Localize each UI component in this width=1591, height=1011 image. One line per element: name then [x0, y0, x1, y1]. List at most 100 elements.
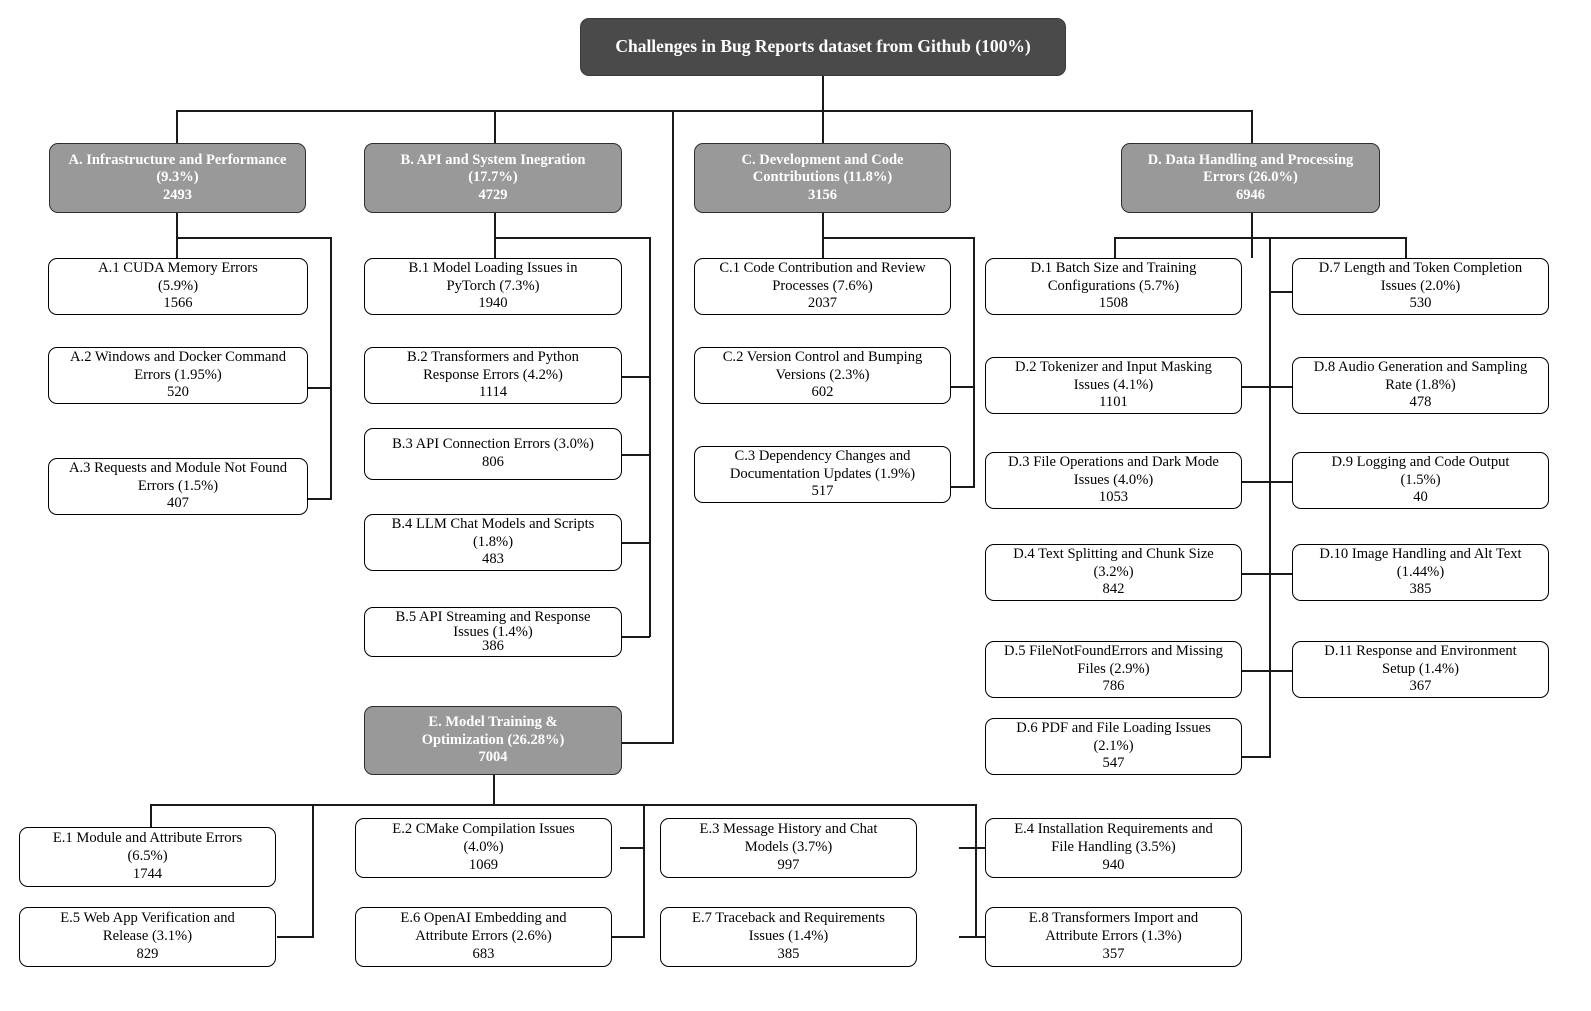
leaf-node-a3[interactable]: A.3 Requests and Module Not Found Errors… [48, 458, 308, 515]
leaf-d7-line1: D.7 Length and Token Completion [1318, 259, 1523, 276]
leaf-d7-line2: Issues (2.0%) [1380, 277, 1461, 294]
leaf-d9-line3: 40 [1413, 489, 1428, 506]
leaf-node-b1[interactable]: B.1 Model Loading Issues in PyTorch (7.3… [364, 258, 622, 315]
leaf-node-a2[interactable]: A.2 Windows and Docker Command Errors (1… [48, 347, 308, 404]
category-e-line3: 7004 [478, 749, 508, 766]
category-a-line2: (9.3%) [156, 169, 199, 186]
leaf-d5-line1: D.5 FileNotFoundErrors and Missing [1004, 642, 1223, 659]
edge-b3 [621, 454, 650, 456]
leaf-c1-line1: C.1 Code Contribution and Review [719, 259, 926, 276]
category-node-d[interactable]: D. Data Handling and Processing Errors (… [1121, 143, 1380, 213]
leaf-node-d7[interactable]: D.7 Length and Token Completion Issues (… [1292, 258, 1549, 315]
edge-drop-c [822, 110, 824, 144]
leaf-e2-line1: E.2 CMake Compilation Issues [392, 821, 575, 838]
leaf-e5-line2: Release (3.1%) [102, 928, 193, 945]
leaf-e1-line3: 1744 [132, 865, 163, 882]
root-node[interactable]: Challenges in Bug Reports dataset from G… [580, 18, 1066, 76]
leaf-b5-line2: Issues (1.4%) [453, 623, 533, 640]
leaf-d4-line3: 842 [1102, 581, 1125, 598]
leaf-node-d5[interactable]: D.5 FileNotFoundErrors and Missing Files… [985, 641, 1242, 698]
leaf-node-e2[interactable]: E.2 CMake Compilation Issues (4.0%) 1069 [355, 818, 612, 878]
edge-c-spine [973, 237, 975, 487]
leaf-a2-line2: Errors (1.95%) [134, 366, 222, 383]
leaf-b3-line1: B.3 API Connection Errors (3.0%) [392, 436, 594, 453]
leaf-node-b3[interactable]: B.3 API Connection Errors (3.0%) 806 [364, 428, 622, 480]
edge-d-left-drop [1114, 237, 1116, 259]
leaf-d5-line2: Files (2.9%) [1077, 660, 1150, 677]
leaf-c1-line2: Processes (7.6%) [772, 277, 873, 294]
leaf-node-d3[interactable]: D.3 File Operations and Dark Mode Issues… [985, 452, 1242, 509]
leaf-b4-line1: B.4 LLM Chat Models and Scripts [391, 515, 595, 532]
leaf-node-d4[interactable]: D.4 Text Splitting and Chunk Size (3.2%)… [985, 544, 1242, 601]
leaf-b4-line3: 483 [482, 551, 504, 568]
leaf-node-b2[interactable]: B.2 Transformers and Python Response Err… [364, 347, 622, 404]
leaf-node-d9[interactable]: D.9 Logging and Code Output (1.5%) 40 [1292, 452, 1549, 509]
leaf-e7-line1: E.7 Traceback and Requirements [692, 910, 885, 927]
leaf-e6-line2: Attribute Errors (2.6%) [415, 928, 552, 945]
leaf-e1-line1: E.1 Module and Attribute Errors [52, 830, 243, 847]
edge-b-bus-top [494, 237, 650, 239]
edge-e4 [959, 847, 985, 849]
leaf-node-b5[interactable]: B.5 API Streaming and Response Issues (1… [364, 607, 622, 657]
category-a-line3: 2493 [163, 186, 192, 203]
leaf-e5-line1: E.5 Web App Verification and [60, 910, 235, 927]
edge-d6 [1242, 756, 1271, 758]
leaf-d5-line3: 786 [1102, 678, 1125, 695]
leaf-d9-line1: D.9 Logging and Code Output [1331, 453, 1510, 470]
leaf-node-d11[interactable]: D.11 Response and Environment Setup (1.4… [1292, 641, 1549, 698]
leaf-a3-line2: Errors (1.5%) [137, 477, 219, 494]
leaf-d6-line2: (2.1%) [1093, 737, 1134, 754]
leaf-node-c3[interactable]: C.3 Dependency Changes and Documentation… [694, 446, 951, 503]
edge-drop-b [494, 110, 496, 144]
leaf-node-e7[interactable]: E.7 Traceback and Requirements Issues (1… [660, 907, 917, 967]
leaf-e3-line3: 997 [777, 856, 800, 873]
leaf-node-d6[interactable]: D.6 PDF and File Loading Issues (2.1%) 5… [985, 718, 1242, 775]
edge-e2-into [312, 804, 313, 806]
leaf-d1-line3: 1508 [1098, 295, 1129, 312]
leaf-e5-line3: 829 [136, 945, 159, 962]
leaf-node-c2[interactable]: C.2 Version Control and Bumping Versions… [694, 347, 951, 404]
leaf-d6-line3: 547 [1102, 755, 1125, 772]
leaf-node-e6[interactable]: E.6 OpenAI Embedding and Attribute Error… [355, 907, 612, 967]
leaf-node-e5[interactable]: E.5 Web App Verification and Release (3.… [19, 907, 276, 967]
category-node-a[interactable]: A. Infrastructure and Performance (9.3%)… [49, 143, 306, 213]
category-d-line2: Errors (26.0%) [1203, 169, 1298, 186]
category-b-line3: 4729 [478, 186, 508, 203]
leaf-d11-line1: D.11 Response and Environment [1324, 642, 1517, 659]
leaf-b4-line2: (1.8%) [472, 533, 514, 550]
leaf-node-b4[interactable]: B.4 LLM Chat Models and Scripts (1.8%) 4… [364, 514, 622, 571]
leaf-d1-line2: Configurations (5.7%) [1047, 277, 1180, 294]
edge-e1-drop [150, 804, 152, 828]
edge-c3 [949, 486, 975, 488]
category-d-line1: D. Data Handling and Processing [1147, 151, 1354, 168]
edge-b5 [621, 636, 650, 638]
edge-e8 [959, 936, 985, 938]
leaf-node-e4[interactable]: E.4 Installation Requirements and File H… [985, 818, 1242, 878]
leaf-node-e3[interactable]: E.3 Message History and Chat Models (3.7… [660, 818, 917, 878]
leaf-d2-line3: 1101 [1099, 394, 1128, 411]
leaf-node-d1[interactable]: D.1 Batch Size and Training Configuratio… [985, 258, 1242, 315]
edge-a-spine [330, 237, 332, 499]
category-node-e[interactable]: E. Model Training & Optimization (26.28%… [364, 706, 622, 775]
leaf-node-c1[interactable]: C.1 Code Contribution and Review Process… [694, 258, 951, 315]
edge-d11 [1269, 670, 1293, 672]
leaf-d10-line2: (1.44%) [1396, 563, 1445, 580]
category-a-line1: A. Infrastructure and Performance [68, 151, 287, 168]
leaf-node-a1[interactable]: A.1 CUDA Memory Errors (5.9%) 1566 [48, 258, 308, 315]
category-node-c[interactable]: C. Development and Code Contributions (1… [694, 143, 951, 213]
edge-b-stem [494, 213, 496, 258]
leaf-d8-line1: D.8 Audio Generation and Sampling [1313, 358, 1528, 375]
leaf-e2-line2: (4.0%) [463, 839, 504, 856]
leaf-e6-line3: 683 [472, 945, 495, 962]
category-e-line1: E. Model Training & [428, 714, 558, 731]
leaf-node-e1[interactable]: E.1 Module and Attribute Errors (6.5%) 1… [19, 827, 276, 887]
leaf-c2-line3: 602 [811, 384, 834, 401]
category-node-b[interactable]: B. API and System Inegration (17.7%) 472… [364, 143, 622, 213]
leaf-node-e8[interactable]: E.8 Transformers Import and Attribute Er… [985, 907, 1242, 967]
leaf-node-d8[interactable]: D.8 Audio Generation and Sampling Rate (… [1292, 357, 1549, 414]
edge-d7 [1269, 291, 1293, 293]
leaf-d10-line1: D.10 Image Handling and Alt Text [1319, 545, 1522, 562]
leaf-node-d2[interactable]: D.2 Tokenizer and Input Masking Issues (… [985, 357, 1242, 414]
leaf-node-d10[interactable]: D.10 Image Handling and Alt Text (1.44%)… [1292, 544, 1549, 601]
